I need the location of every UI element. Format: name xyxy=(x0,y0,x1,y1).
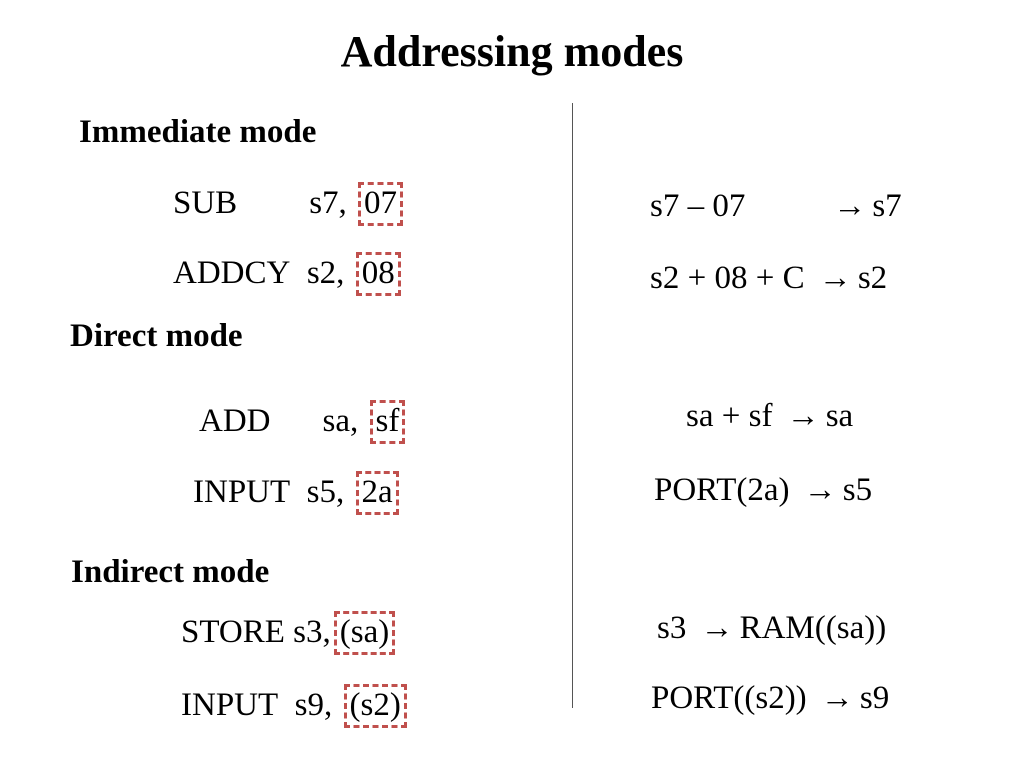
instruction-register: s5, xyxy=(306,474,345,510)
effect-expression: s7 – 07 xyxy=(650,188,746,224)
effect-destination: sa xyxy=(825,398,854,434)
effect-input-indirect: PORT((s2)) →s9 xyxy=(651,680,889,717)
instruction-mnemonic: INPUT xyxy=(181,687,279,723)
operand-box: 2a xyxy=(355,471,399,515)
instruction-store: STORE s3,(sa) xyxy=(181,611,396,655)
instruction-add: ADD sa, sf xyxy=(199,400,406,444)
operand-box: (sa) xyxy=(333,611,396,655)
effect-destination: s2 xyxy=(857,260,888,296)
instruction-register: s9, xyxy=(294,687,333,723)
instruction-mnemonic: ADD xyxy=(199,403,271,439)
section-heading-immediate: Immediate mode xyxy=(79,114,317,150)
instruction-input-indirect: INPUT s9, (s2) xyxy=(181,684,407,728)
instruction-register: s2, xyxy=(306,255,345,291)
operand-box: 08 xyxy=(355,252,401,296)
arrow-right-icon: → xyxy=(700,610,734,646)
effect-expression: PORT((s2)) xyxy=(651,680,807,716)
effect-input-port: PORT(2a) →s5 xyxy=(654,472,872,509)
operand-box: 07 xyxy=(358,182,404,226)
instruction-mnemonic: SUB xyxy=(173,185,238,221)
effect-destination: RAM((sa)) xyxy=(739,610,887,646)
effect-expression: PORT(2a) xyxy=(654,472,790,508)
effect-expression: sa + sf xyxy=(686,398,773,434)
arrow-right-icon: → xyxy=(820,680,854,716)
instruction-mnemonic: STORE xyxy=(181,614,285,650)
column-divider xyxy=(572,103,573,708)
effect-store: s3 →RAM((sa)) xyxy=(657,610,886,647)
section-heading-indirect: Indirect mode xyxy=(71,554,270,590)
effect-add: sa + sf →sa xyxy=(686,398,853,435)
operand-box: sf xyxy=(369,400,406,444)
arrow-right-icon: → xyxy=(786,398,820,434)
operand-box: (s2) xyxy=(343,684,407,728)
arrow-right-icon: → xyxy=(833,188,867,224)
instruction-addcy: ADDCY s2, 08 xyxy=(173,252,401,296)
instruction-register: s3, xyxy=(293,614,331,650)
effect-destination: s5 xyxy=(842,472,873,508)
effect-sub: s7 – 07 →s7 xyxy=(650,188,902,225)
effect-expression: s2 + 08 + C xyxy=(650,260,805,296)
effect-destination: s7 xyxy=(872,188,902,224)
arrow-right-icon: → xyxy=(818,260,852,296)
instruction-mnemonic: INPUT xyxy=(193,474,291,510)
instruction-register: sa, xyxy=(322,403,359,439)
section-heading-direct: Direct mode xyxy=(70,318,243,354)
effect-destination: s9 xyxy=(859,680,890,716)
instruction-input-port: INPUT s5, 2a xyxy=(193,471,399,515)
effect-addcy: s2 + 08 + C →s2 xyxy=(650,260,887,297)
page-title: Addressing modes xyxy=(340,27,684,76)
instruction-sub: SUB s7, 07 xyxy=(173,182,404,226)
arrow-right-icon: → xyxy=(803,472,837,508)
effect-expression: s3 xyxy=(657,610,687,646)
instruction-mnemonic: ADDCY xyxy=(173,255,291,291)
instruction-register: s7, xyxy=(309,185,347,221)
